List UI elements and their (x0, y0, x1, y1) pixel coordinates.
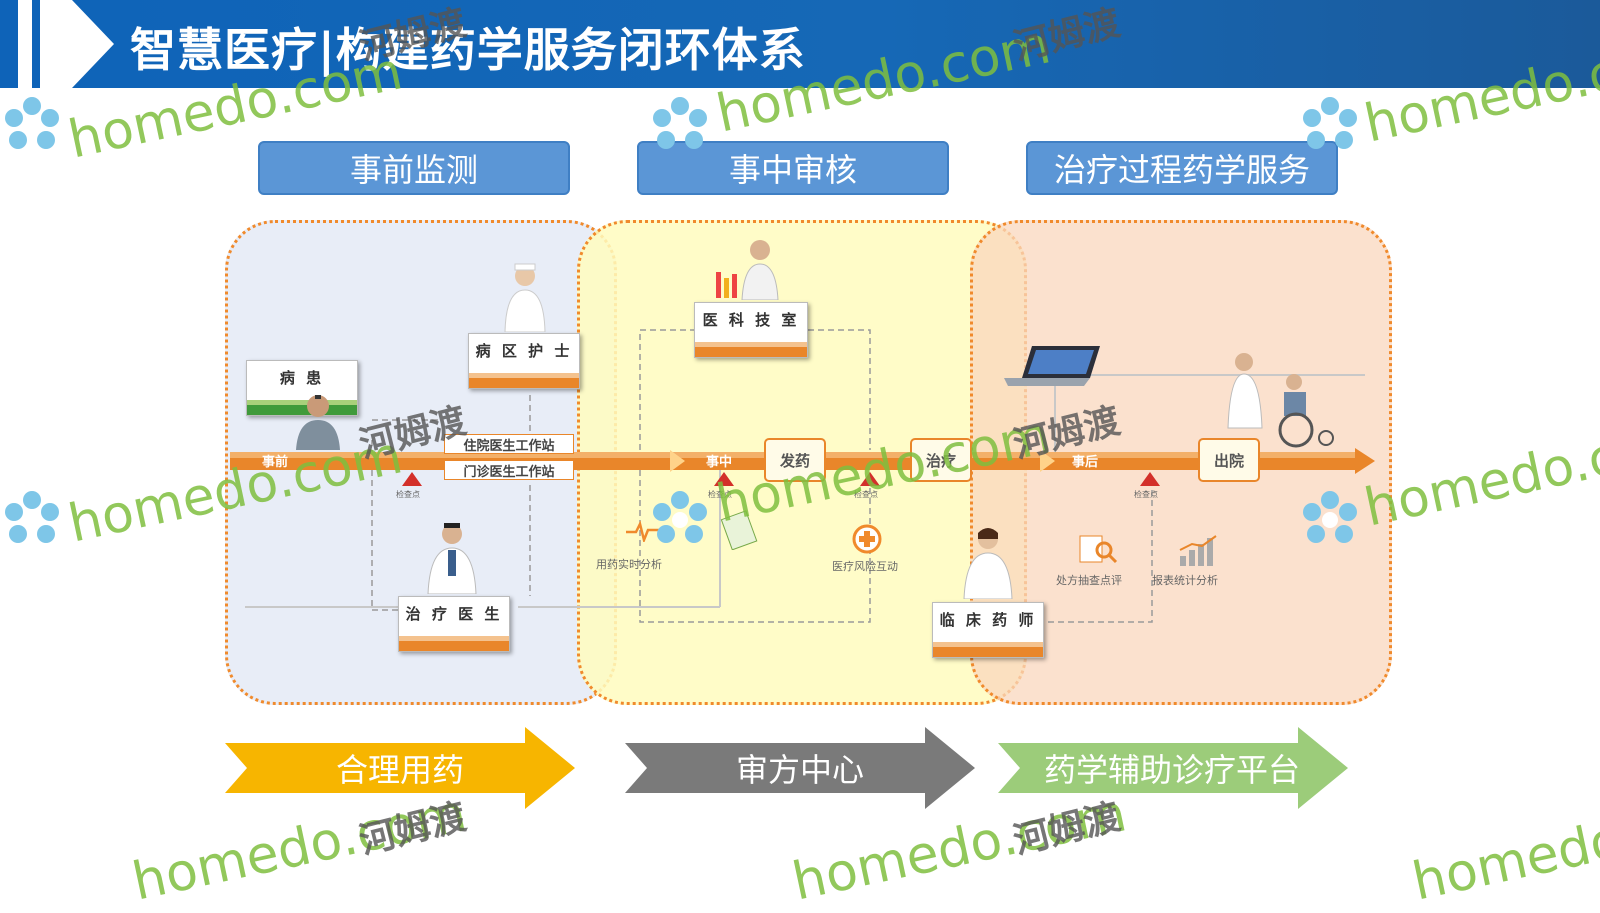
card-clinical-pharmacist: 临 床 药 师 (932, 602, 1044, 658)
doctor-wheelchair-icon (1227, 353, 1334, 448)
feature-realtime-analysis: 用药实时分析 (596, 558, 662, 571)
card-patient: 病 患 (246, 360, 358, 416)
pulse-icon (626, 520, 662, 542)
flower-logo-icon (1303, 97, 1357, 149)
card-stripe (399, 636, 509, 641)
timeline-before: 事前 (262, 455, 289, 470)
card-stripe (247, 405, 357, 415)
card-medical-lab: 医 科 技 室 (694, 302, 808, 358)
card-clinical-pharmacist-label: 临 床 药 师 (939, 610, 1037, 629)
card-stripe (399, 641, 509, 651)
flower-logo-icon (653, 97, 707, 149)
doctor-figure-icon (427, 523, 477, 594)
card-treating-doctor: 治 疗 医 生 (398, 596, 510, 652)
flower-logo-icon (653, 491, 707, 543)
magnifier-icon (1079, 535, 1118, 564)
workstation-inpatient: 住院医生工作站 (444, 434, 574, 454)
card-ward-nurse: 病 区 护 士 (468, 333, 580, 389)
pharmacist-figure-icon (963, 528, 1013, 599)
laptop-icon (1004, 346, 1100, 386)
header-stripe (40, 0, 52, 88)
platform-arrow-rational-use (225, 727, 575, 809)
patient-figure-icon (296, 395, 340, 450)
timeline-after: 事后 (1072, 455, 1099, 470)
card-stripe (247, 400, 357, 405)
checkpoint-marker (1140, 472, 1160, 486)
platform-arrow-pharmacy-aid (998, 727, 1348, 809)
page-title: 智慧医疗|构建药学服务闭环体系 (130, 23, 806, 77)
flower-logo-icon (5, 97, 59, 149)
card-ward-nurse-label: 病 区 护 士 (475, 341, 573, 360)
checkpoint-label: 检查点 (1134, 490, 1158, 499)
phase-caption-after: 治疗过程药学服务 (1026, 141, 1338, 195)
checkpoint-label: 检查点 (854, 490, 878, 499)
platform-rational-use-label: 合理用药 (335, 751, 464, 789)
nurse-figure-icon (504, 263, 546, 332)
document-icon (720, 510, 758, 550)
phase-caption-during: 事中审核 (637, 141, 949, 195)
header-stripe (18, 0, 32, 88)
phase-caption-before: 事前监测 (258, 141, 570, 195)
flower-logo-icon (5, 491, 59, 543)
feature-prescription-review: 处方抽查点评 (1056, 574, 1122, 587)
platform-review-center-label: 审方中心 (735, 751, 864, 789)
node-treatment: 治疗 (910, 438, 972, 482)
checkpoint-label: 检查点 (396, 490, 420, 499)
platform-pharmacy-aid-label: 药学辅助诊疗平台 (1043, 751, 1300, 789)
card-stripe (695, 347, 807, 357)
platform-arrow-review-center (625, 727, 975, 809)
card-stripe (933, 647, 1043, 657)
timeline-during: 事中 (706, 455, 733, 470)
card-stripe (469, 373, 579, 378)
header-bar: 智慧医疗|构建药学服务闭环体系 (0, 0, 1600, 88)
checkpoint-label: 检查点 (708, 490, 732, 499)
feature-risk-interaction: 医疗风险互动 (832, 560, 898, 573)
checkpoint-marker (402, 472, 422, 486)
checkpoint-marker (714, 472, 734, 486)
card-stripe (469, 378, 579, 388)
workstation-outpatient: 门诊医生工作站 (444, 460, 574, 480)
flower-logo-icon (1303, 491, 1357, 543)
bar-chart-icon (1179, 535, 1217, 566)
header-play-icon (52, 0, 114, 88)
lab-figure-icon (716, 240, 779, 300)
medical-cross-icon (852, 524, 882, 554)
node-discharge: 出院 (1198, 438, 1260, 482)
card-patient-label: 病 患 (279, 368, 325, 387)
node-dispense: 发药 (764, 438, 826, 482)
card-stripe (933, 642, 1043, 647)
card-stripe (695, 342, 807, 347)
card-treating-doctor-label: 治 疗 医 生 (405, 604, 503, 623)
card-medical-lab-label: 医 科 技 室 (702, 310, 800, 329)
checkpoint-marker (860, 472, 880, 486)
feature-report-statistics: 报表统计分析 (1152, 574, 1218, 587)
